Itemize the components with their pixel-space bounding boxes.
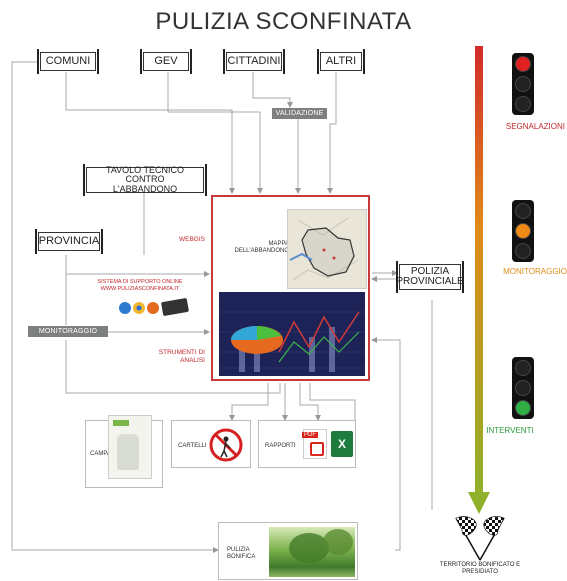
excel-icon: X	[331, 431, 353, 457]
interventi-label: INTERVENTI	[486, 426, 534, 435]
traffic-light-green	[512, 357, 534, 419]
pdf-icon: PDF	[302, 429, 327, 459]
cartelli-card: CARTELLI	[171, 420, 251, 468]
territorio-label: TERRITORIO BONIFICATO E PRESIDIATO	[439, 562, 521, 575]
webgis-panel: MAPPA DELL'ABBANDONO	[211, 195, 370, 381]
pulizia-bonifica-label: PULIZIA BONIFICA	[227, 547, 256, 560]
map-thumbnail	[287, 209, 367, 289]
source-comuni: COMUNI	[37, 49, 99, 74]
strumenti-label: STRUMENTI DI ANALISI	[158, 349, 205, 364]
campagne-card: CAMPAGNE	[85, 415, 163, 488]
cartelli-label: CARTELLI	[178, 443, 207, 449]
campagne-label: CAMPAGNE	[90, 451, 124, 457]
tavolo-tecnico-box: TAVOLO TECNICO CONTRO L'ABBANDONO	[83, 164, 207, 196]
webgis-label: WEBGIS	[178, 236, 205, 243]
rapporti-label: RAPPORTI	[265, 443, 296, 449]
park-photo	[269, 527, 355, 577]
traffic-light-red	[512, 53, 534, 115]
no-littering-sign-icon	[209, 428, 243, 462]
analysis-chart-image	[219, 292, 365, 376]
checkered-flags-icon	[455, 516, 505, 561]
browser-icons	[118, 300, 168, 321]
ie-icon	[119, 302, 131, 314]
source-gev: GEV	[140, 49, 192, 74]
polizia-provinciale-box: POLIZIA PROVINCIALE	[396, 261, 464, 293]
source-altri: ALTRI	[317, 49, 365, 74]
page-title: PULIZIA SCONFINATA	[155, 8, 412, 35]
segnalazioni-label: SEGNALAZIONI	[505, 122, 565, 131]
progress-gradient-arrow	[468, 46, 490, 514]
traffic-light-orange	[512, 200, 534, 262]
source-cittadini: CITTADINI	[223, 49, 285, 74]
campagne-poster-image	[108, 415, 152, 479]
pulizia-bonifica-card: PULIZIA BONIFICA	[218, 522, 358, 580]
provincia-box: PROVINCIA	[35, 229, 103, 254]
validazione-tag: VALIDAZIONE	[272, 108, 327, 119]
sistema-supporto-label: SISTEMA DI SUPPORTO ONLINE WWW.PULIZIASC…	[97, 279, 183, 292]
rapporti-card: RAPPORTI PDF X	[258, 420, 356, 468]
mappa-label: MAPPA DELL'ABBANDONO	[234, 241, 290, 254]
firefox-icon	[147, 302, 159, 314]
monitoraggio-status-label: MONITORAGGIO	[503, 267, 567, 276]
monitoraggio-tag: MONITORAGGIO	[28, 326, 108, 337]
